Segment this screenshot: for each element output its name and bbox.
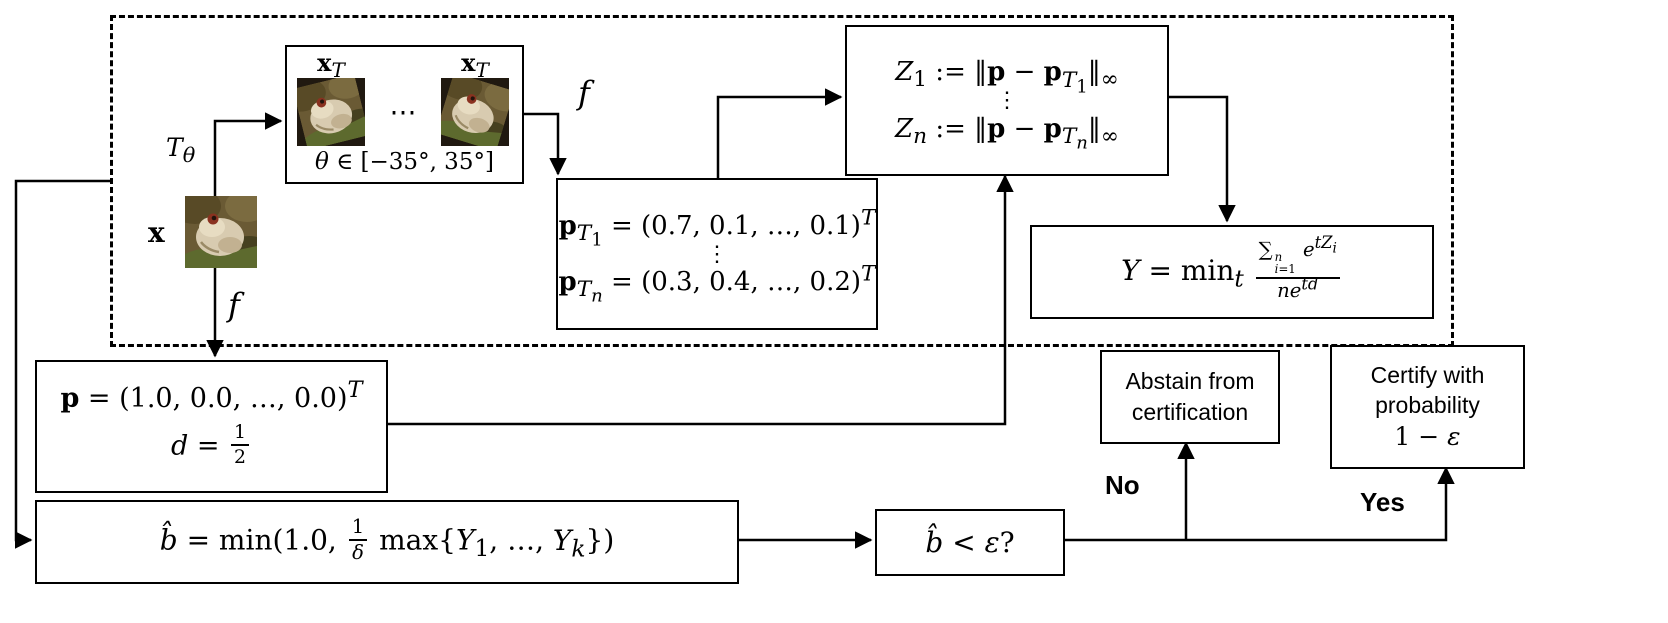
- z-line-1: Z1 := ‖p − pT1‖∞: [895, 57, 1119, 97]
- frog-photo-rotated-left: [297, 78, 365, 146]
- yes-label: Yes: [1360, 487, 1405, 517]
- z-vdots: ⋮: [995, 87, 1019, 114]
- probability-vectors-box: pT1 = (0.7, 0.1, …, 0.1)T ⋮ pTn = (0.3, …: [556, 178, 878, 330]
- arrow-x-to-transformed: [213, 112, 283, 196]
- certify-box: Certify with probability 1 − ε: [1330, 345, 1525, 469]
- t-theta-label: Tθ: [166, 133, 196, 167]
- arrow-pt-to-z: [716, 88, 843, 178]
- epsilon-condition-box: b̂ < ε?: [875, 509, 1065, 576]
- xt-label-2: xT: [461, 48, 489, 82]
- transformed-image-1: [297, 78, 365, 146]
- abstain-box: Abstain from certification: [1100, 350, 1280, 444]
- abstain-line-2: certification: [1131, 399, 1249, 425]
- pt-line-2: pTn = (0.3, 0.4, …, 0.2)T: [558, 261, 876, 307]
- certify-line-3: 1 − ε: [1394, 421, 1461, 451]
- x-label: x: [148, 216, 165, 249]
- arrow-z-to-y: [1165, 95, 1236, 223]
- arrow-transformed-to-pt: [520, 112, 567, 176]
- z-scores-box: Z1 := ‖p − pT1‖∞ ⋮ Zn := ‖p − pTn‖∞: [845, 25, 1169, 176]
- xt-label-1: xT: [317, 48, 345, 82]
- f-left-label: f: [228, 286, 240, 324]
- transformed-image-2: [441, 78, 509, 146]
- condition-formula: b̂ < ε?: [925, 526, 1015, 559]
- pt-vdots: ⋮: [705, 240, 729, 267]
- certify-line-2: probability: [1375, 391, 1480, 418]
- no-label: No: [1105, 470, 1140, 500]
- z-line-2: Zn := ‖p − pTn‖∞: [895, 113, 1119, 154]
- certify-line-1: Certify with: [1370, 361, 1485, 388]
- arrow-region-to-bhat: [14, 179, 110, 549]
- f-top-label: f: [578, 74, 590, 112]
- sampling-region-border: [110, 15, 1454, 347]
- arrow-p-to-z: [384, 174, 1014, 426]
- input-image-x: [185, 196, 257, 268]
- theta-range-label: θ ∈ [−35°, 35°]: [315, 149, 494, 175]
- arrow-condition-to-certify: [1061, 466, 1455, 542]
- transformed-samples-box: xT xT ⋯ θ ∈ [−35°, 35°]: [285, 45, 524, 184]
- ellipsis-dots: ⋯: [389, 97, 417, 128]
- pt-line-1: pT1 = (0.7, 0.1, …, 0.1)T: [558, 205, 876, 251]
- p-line-1: p = (1.0, 0.0, …, 0.0)T: [60, 376, 363, 414]
- abstain-line-1: Abstain from: [1125, 367, 1255, 394]
- frog-photo-rotated-right: [441, 78, 509, 146]
